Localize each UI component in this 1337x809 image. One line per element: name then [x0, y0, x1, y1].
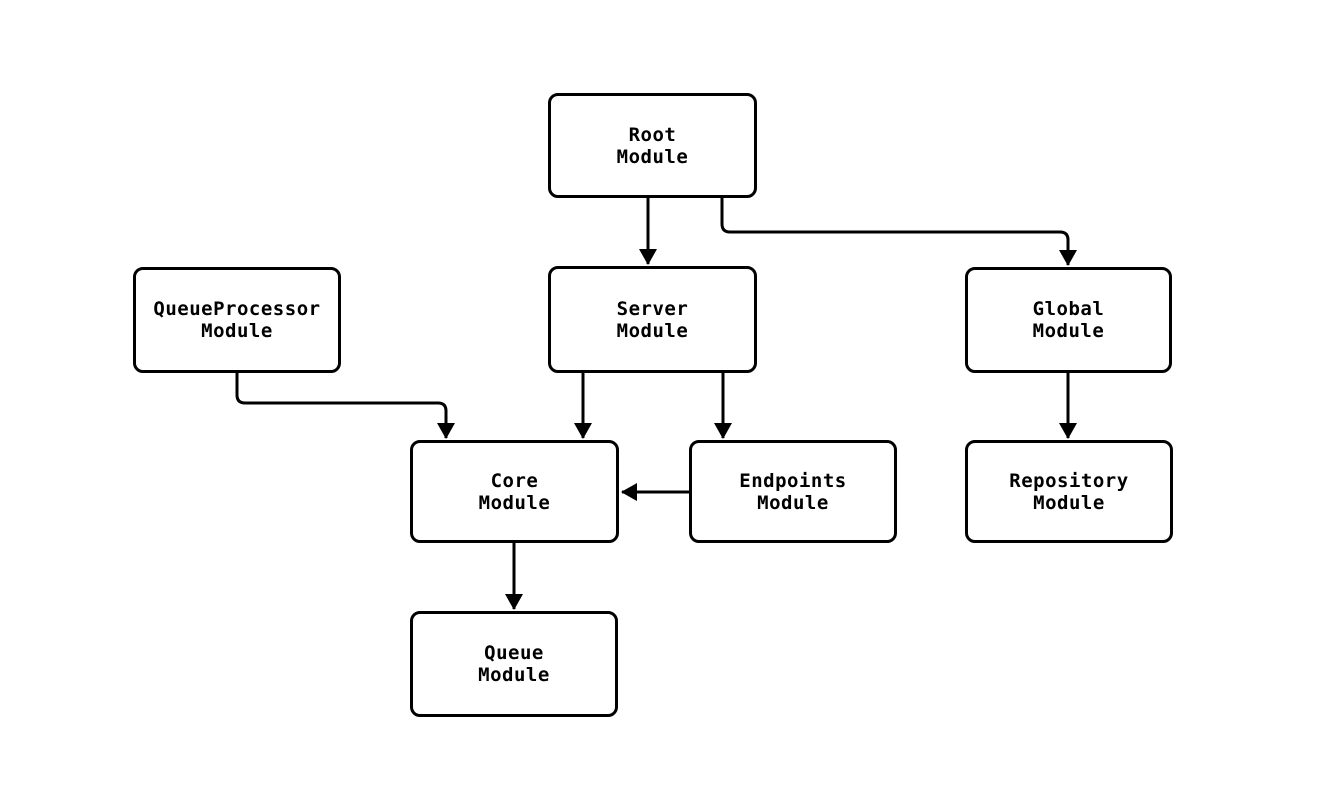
node-server-module: Server Module	[548, 266, 757, 373]
node-endpoints-module: Endpoints Module	[689, 440, 897, 543]
node-global-module: Global Module	[965, 267, 1172, 373]
node-repository-module: Repository Module	[965, 440, 1173, 543]
node-queueprocessor-module: QueueProcessor Module	[133, 267, 341, 373]
edge-group	[235, 198, 1077, 610]
edge-root-to-global	[720, 198, 1077, 266]
node-queue-module: Queue Module	[410, 611, 618, 717]
node-core-module: Core Module	[410, 440, 619, 543]
node-root-module: Root Module	[548, 93, 757, 198]
edge-queueprocessor-to-core	[235, 373, 455, 439]
